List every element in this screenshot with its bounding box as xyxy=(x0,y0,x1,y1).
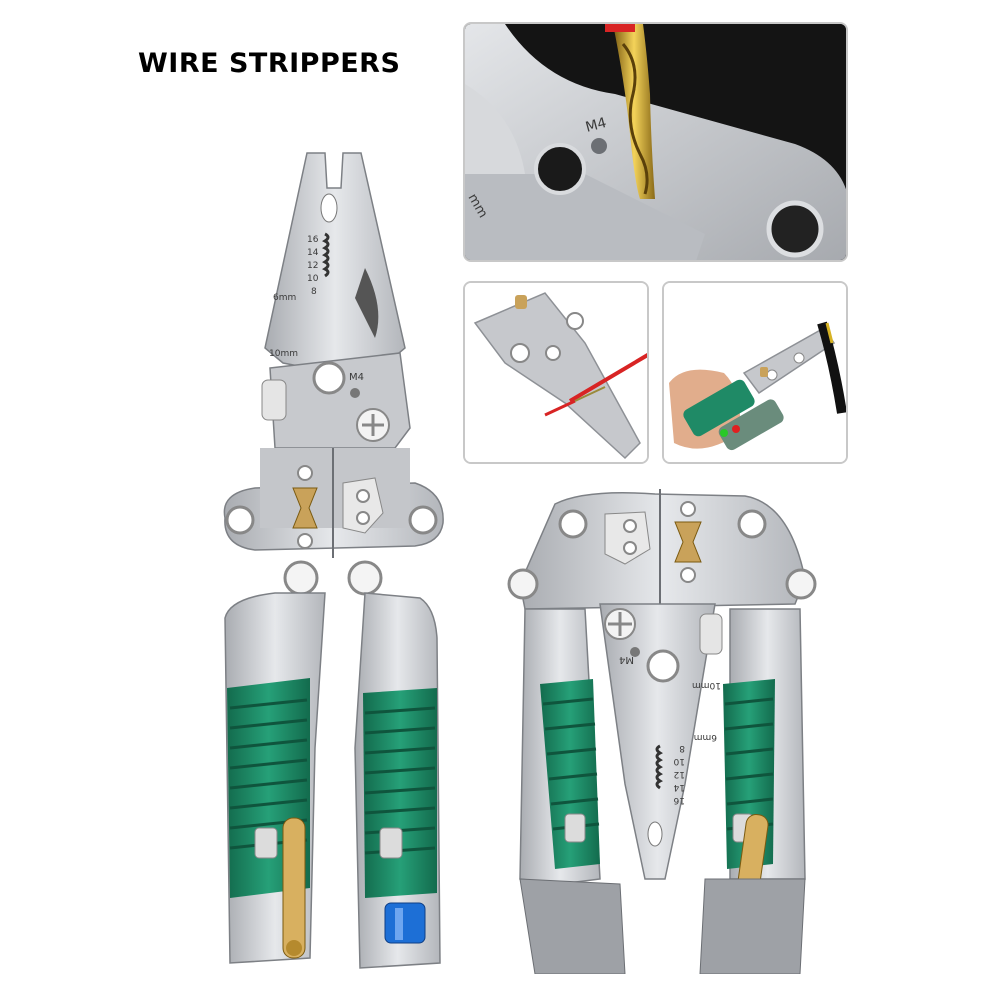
gauge-mark-14-rotated: 14 xyxy=(673,782,685,792)
gauge-mark-8: 8 xyxy=(311,287,317,297)
label-10mm: 10mm xyxy=(269,349,298,359)
detail-photo-hand-use xyxy=(662,281,848,464)
page-title: WIRE STRIPPERS xyxy=(138,48,401,79)
m4-hole-label: M4 xyxy=(349,372,364,383)
m4-label: M4 xyxy=(584,115,609,136)
label-10mm-rotated: 10mm xyxy=(692,680,721,690)
label-6mm: 6mm xyxy=(273,293,296,303)
gauge-mark-10-rotated: 10 xyxy=(673,756,685,766)
gauge-mark-12: 12 xyxy=(307,261,318,271)
wire-stripper-open-back: M4 10mm 6mm 8 10 12 14 16 xyxy=(505,484,825,974)
gauge-mark-14: 14 xyxy=(307,248,319,258)
wire-stripper-closed-front: 16 14 12 10 8 6mm 10mm M4 xyxy=(215,148,455,978)
detail-photo-stripping xyxy=(463,281,649,464)
detail-photo-closeup: M4 mm xyxy=(463,22,848,262)
gauge-mark-8-rotated: 8 xyxy=(679,743,685,753)
gauge-mark-16: 16 xyxy=(307,235,319,245)
m4-hole-label-rotated: M4 xyxy=(619,654,634,665)
gauge-mark-10: 10 xyxy=(307,274,319,284)
gauge-mark-12-rotated: 12 xyxy=(674,769,685,779)
gauge-mark-16-rotated: 16 xyxy=(673,795,685,805)
label-6mm-rotated: 6mm xyxy=(694,732,717,742)
